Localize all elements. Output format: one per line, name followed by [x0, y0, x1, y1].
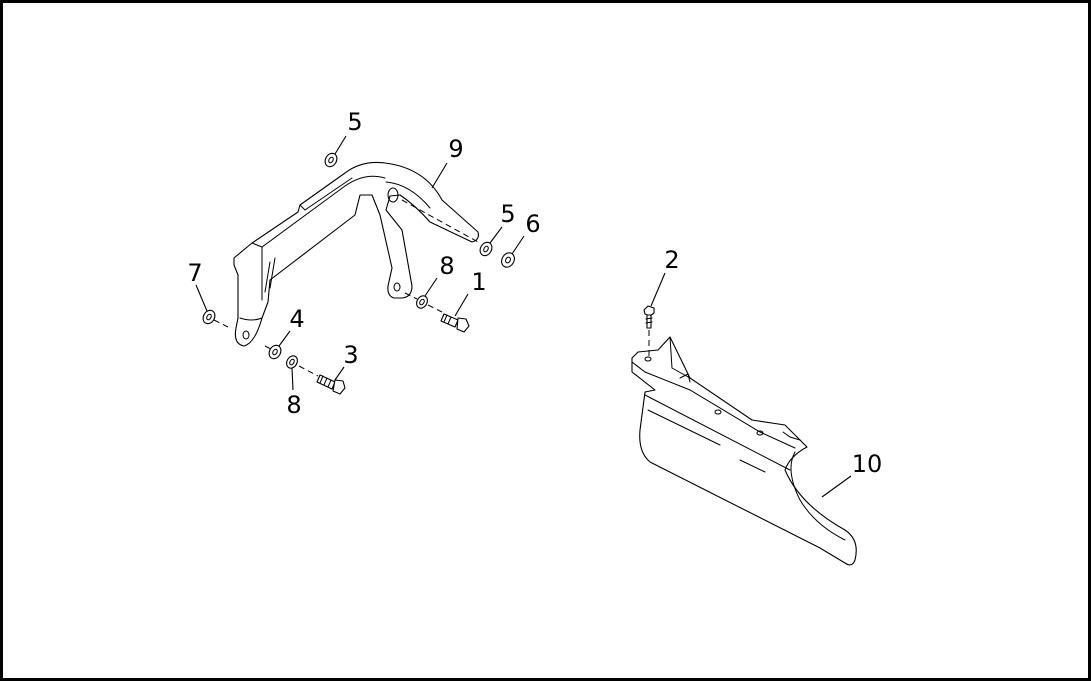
callout-1: 1 — [471, 268, 486, 296]
part-8-lockwasher-upper — [416, 295, 428, 309]
part-1-bolt — [440, 313, 470, 333]
callout-10: 10 — [852, 450, 883, 478]
part-10-lower-guard — [631, 336, 857, 566]
callouts: 5 9 5 6 7 8 1 4 3 8 2 10 — [187, 108, 882, 478]
part-2-screw — [643, 305, 655, 356]
callout-3: 3 — [343, 341, 358, 369]
callout-8-lower: 8 — [286, 391, 301, 419]
callout-6: 6 — [525, 210, 540, 238]
callout-7: 7 — [187, 259, 202, 287]
callout-5-top: 5 — [347, 108, 362, 136]
leader-lines — [195, 135, 852, 498]
part-5-washer-right — [479, 241, 493, 257]
part-8-lockwasher-lower — [286, 355, 298, 369]
callout-5-right: 5 — [500, 200, 515, 228]
callout-9: 9 — [448, 135, 463, 163]
part-3-bolt — [316, 374, 346, 395]
part-6-nut — [501, 252, 515, 268]
part-4-washer — [268, 344, 282, 360]
part-7-washer — [202, 309, 216, 325]
part-9-bracket — [233, 161, 479, 347]
callout-8-upper: 8 — [439, 252, 454, 280]
part-5-washer-top — [324, 152, 338, 168]
callout-2: 2 — [664, 246, 679, 274]
assembly-lines — [213, 199, 479, 377]
callout-4: 4 — [289, 305, 304, 333]
